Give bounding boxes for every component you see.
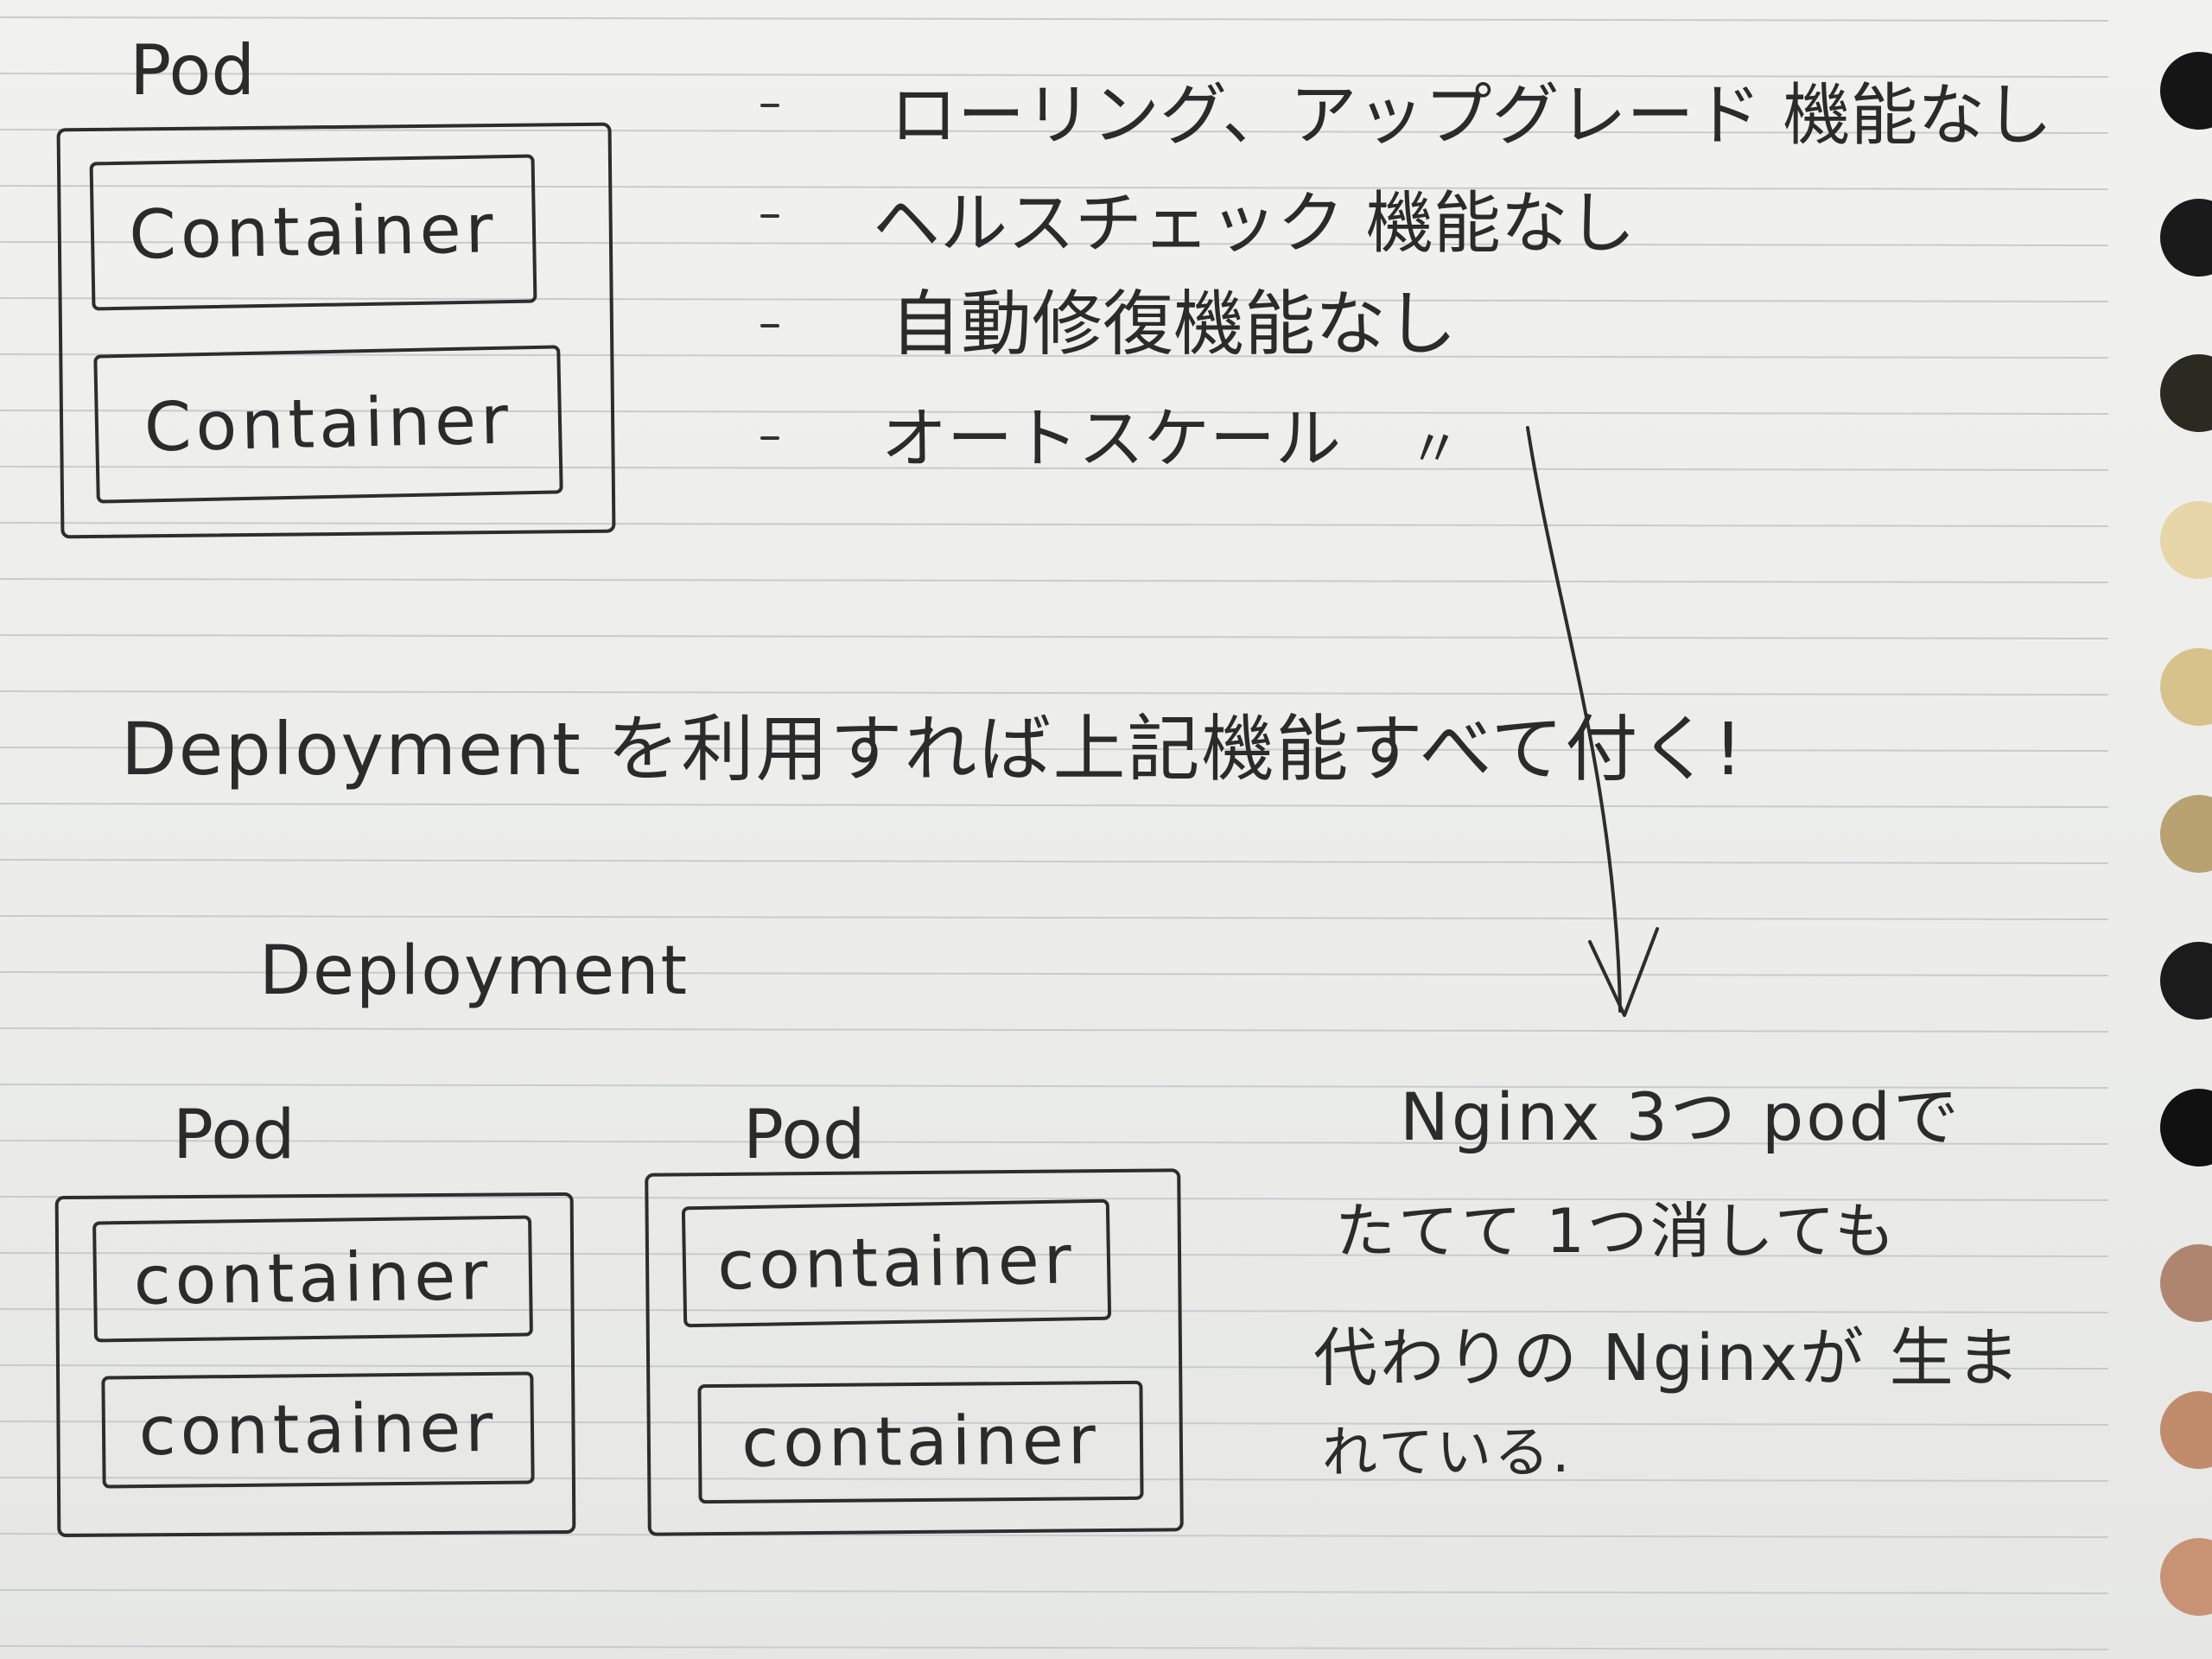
ruled-line <box>0 803 2109 808</box>
ruled-line <box>0 915 2109 920</box>
down-arrow-shaft <box>1526 426 1622 1013</box>
ruled-line <box>0 185 2109 190</box>
ruled-line <box>0 1027 2109 1033</box>
note-line-4: れている. <box>1322 1421 1573 1485</box>
ruled-line <box>0 1084 2109 1089</box>
down-arrow-head <box>1588 927 1659 1017</box>
ruled-line <box>0 690 2109 696</box>
ditto-mark: 〃 <box>1408 419 1460 480</box>
ruled-line <box>0 1196 2109 1201</box>
ruled-line <box>0 1645 2109 1650</box>
ruled-line <box>0 1252 2109 1257</box>
note-line-3: 代わりの Nginxが 生ま <box>1313 1321 2023 1395</box>
ruled-line <box>0 1421 2109 1426</box>
ruled-line <box>0 1533 2109 1538</box>
ruled-line <box>0 73 2109 78</box>
note-line-2: たてて 1つ消しても <box>1335 1196 1898 1267</box>
ruled-line <box>0 466 2109 471</box>
bullet-self-healing: 自動修復機能なし <box>890 283 1458 365</box>
bullet-health-check: ヘルスチェック 機能なし <box>873 185 1636 263</box>
note-line-1: Nginx 3つ podで <box>1400 1078 1962 1155</box>
ruled-line <box>0 1364 2109 1370</box>
top-pod-label: Pod <box>130 30 256 111</box>
ruled-line <box>0 747 2109 752</box>
ruled-line <box>0 1308 2109 1313</box>
ruled-line <box>0 1140 2109 1145</box>
ruled-line <box>0 1589 2109 1594</box>
ruled-line <box>0 353 2109 359</box>
bullet-autoscale: オートスケール <box>881 400 1341 477</box>
ruled-line <box>0 241 2109 246</box>
ruled-line <box>0 16 2109 22</box>
ruled-line <box>0 1477 2109 1482</box>
deployment-headline: Deployment を利用すれば上記機能すべて付く! <box>121 707 1745 791</box>
pod-label-left: Pod <box>173 1096 296 1174</box>
ruled-line <box>0 129 2109 134</box>
bullet-dash <box>760 214 779 218</box>
pod-label-right: Pod <box>743 1096 866 1174</box>
ruled-line <box>0 522 2109 527</box>
bullet-dash <box>760 436 779 440</box>
ruled-line <box>0 297 2109 302</box>
deployment-label: Deployment <box>259 932 690 1010</box>
ruled-line <box>0 859 2109 864</box>
bullet-dash <box>760 324 779 327</box>
bullet-dash <box>760 104 779 107</box>
ruled-line <box>0 971 2109 976</box>
bullet-rolling-update: ローリング、アップグレード 機能なし <box>890 77 2053 155</box>
ruled-line <box>0 410 2109 415</box>
ruled-line <box>0 578 2109 583</box>
ruled-line <box>0 634 2109 639</box>
